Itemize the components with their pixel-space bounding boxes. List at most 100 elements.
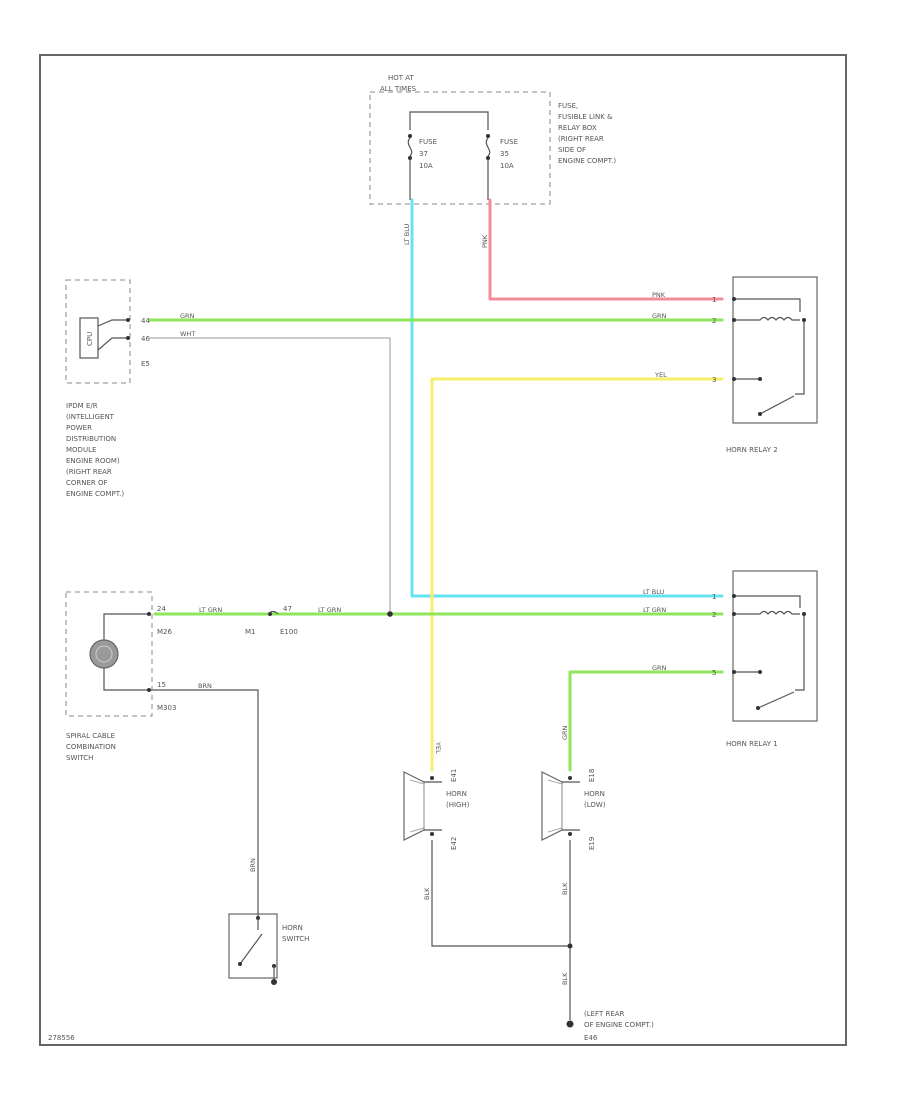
label-grn-vertical: GRN — [561, 725, 569, 740]
horn-low: E18 E19 HORN (LOW) — [541, 769, 606, 850]
horn-relay-2: 1 2 3 HORN RELAY 2 — [712, 276, 818, 454]
ipdm-pin-44: 44 — [141, 317, 150, 325]
spiral-label-1: SPIRAL CABLE — [66, 732, 115, 740]
fuse-37: FUSE 37 10A — [407, 134, 437, 170]
ipdm-label-7: (RIGHT REAR — [66, 468, 112, 476]
label-pnk-vertical: PNK — [481, 234, 489, 248]
label-lt-blu-vertical: LT BLU — [403, 223, 411, 245]
fuse-block-label-3: RELAY BOX — [558, 124, 597, 132]
label-blk-low: BLK — [561, 882, 569, 895]
wire-yel — [430, 377, 724, 772]
spiral-cable-outline — [65, 591, 153, 717]
inline-m1: M1 — [245, 628, 256, 636]
label-grn-relay1: GRN — [652, 664, 667, 672]
inline-connector-m1-e100: M1 47 E100 — [245, 605, 298, 636]
spiral-cable-switch: 24 M26 15 M303 M1 47 E100 SPIRAL CABLE C… — [65, 591, 298, 762]
relay2-pin-3: 3 — [712, 376, 716, 384]
wire-blk-horns — [431, 840, 570, 947]
horn-low-label-2: (LOW) — [584, 801, 606, 809]
fuse-block-header-2: ALL TIMES — [380, 85, 417, 93]
diagram-id: 278556 — [48, 1034, 75, 1042]
relay2-switch — [759, 395, 795, 415]
spiral-label-3: SWITCH — [66, 754, 93, 762]
ipdm-label-8: CORNER OF — [66, 479, 108, 487]
horn-relay-2-label: HORN RELAY 2 — [726, 446, 778, 454]
ipdm-label-4: DISTRIBUTION — [66, 435, 116, 443]
wire-labels: LT BLU PNK PNK GRN GRN WHT YEL LT BLU LT… — [180, 223, 667, 985]
fuse-block-label-4: (RIGHT REAR — [558, 135, 604, 143]
label-grn-relay2: GRN — [652, 312, 667, 320]
fuse-block-outline — [369, 91, 551, 205]
horn-high: E41 E42 HORN (HIGH) — [403, 769, 470, 850]
relay1-pin-2: 2 — [712, 611, 716, 619]
ipdm-label-3: POWER — [66, 424, 92, 432]
ipdm-label-6: ENGINE ROOM) — [66, 457, 120, 465]
spiral-conn-m26: M26 — [157, 628, 172, 636]
horn-switch-contact — [239, 933, 263, 965]
fuse-block-label-5: SIDE OF — [558, 146, 586, 154]
horn-switch: HORN SWITCH — [228, 913, 309, 985]
ground-label-2: OF ENGINE COMPT.) — [584, 1021, 654, 1029]
relay1-pin-1: 1 — [712, 593, 716, 601]
ground-wires — [150, 611, 573, 1020]
label-blk-high: BLK — [423, 887, 431, 900]
fuse-block-label-6: ENGINE COMPT.) — [558, 157, 616, 165]
spiral-pin-15: 15 — [157, 681, 166, 689]
ipdm-connector: E5 — [141, 360, 150, 368]
horn-relay-2-box — [732, 276, 818, 424]
label-lt-grn-2: LT GRN — [318, 606, 341, 614]
ipdm-er: CPU 44 46 E5 IPDM E/R (INTELLIGENT POWER… — [65, 279, 150, 498]
label-yel-relay2: YEL — [654, 371, 667, 379]
label-lt-grn-1: LT GRN — [199, 606, 222, 614]
ipdm-pin-46: 46 — [141, 335, 150, 343]
ground-label-3: E46 — [584, 1034, 598, 1042]
horn-low-icon — [541, 771, 563, 841]
wire-grn-relay1 — [568, 670, 724, 772]
horn-high-icon — [403, 771, 425, 841]
label-lt-blu: LT BLU — [643, 588, 665, 596]
horn-relay-1: 1 2 5 HORN RELAY 1 — [712, 570, 818, 748]
fuse-bus — [409, 111, 489, 130]
svg-text:10A: 10A — [500, 162, 514, 170]
ground-label-1: (LEFT REAR — [584, 1010, 625, 1018]
fuse-block: HOT AT ALL TIMES FUSE, FUSIBLE LINK & RE… — [369, 74, 616, 205]
relay1-switch — [757, 691, 795, 709]
splice-wht-ltgrn — [387, 611, 393, 617]
svg-text:FUSE: FUSE — [419, 138, 437, 146]
svg-text:FUSE: FUSE — [500, 138, 518, 146]
horn-high-label-1: HORN — [446, 790, 467, 798]
wire-wht — [149, 337, 391, 615]
label-wht: WHT — [180, 330, 195, 338]
fuse-block-label-1: FUSE, — [558, 102, 578, 110]
fuse-block-header-1: HOT AT — [388, 74, 415, 82]
relay1-pin-5: 5 — [712, 669, 716, 677]
diagram-frame — [39, 54, 847, 1046]
label-grn-ipdm: GRN — [180, 312, 195, 320]
ground-icon — [566, 1020, 574, 1028]
label-yel-vertical: YEL — [434, 741, 442, 754]
relay2-pin-1: 1 — [712, 296, 716, 304]
relay2-coil — [736, 316, 800, 321]
wires — [148, 198, 724, 772]
ipdm-outline — [65, 279, 131, 384]
ipdm-cpu-label: CPU — [86, 332, 94, 346]
inline-47: 47 — [283, 605, 292, 613]
horn-switch-ground-icon — [271, 979, 277, 985]
label-brn: BRN — [198, 682, 212, 690]
horn-high-conn-e42: E42 — [450, 837, 458, 850]
ipdm-label-2: (INTELLIGENT — [66, 413, 115, 421]
horn-relay-1-label: HORN RELAY 1 — [726, 740, 778, 748]
wire-brn-horn-switch — [150, 689, 259, 918]
fuse-35: FUSE 35 10A — [485, 134, 518, 170]
relay1-coil — [736, 610, 800, 615]
spiral-pin-24: 24 — [157, 605, 166, 613]
horn-high-label-2: (HIGH) — [446, 801, 470, 809]
label-pnk: PNK — [652, 291, 666, 299]
label-brn-vertical: BRN — [249, 858, 257, 872]
spiral-conn-m303: M303 — [157, 704, 176, 712]
inline-e100: E100 — [280, 628, 298, 636]
ground-e46: (LEFT REAR OF ENGINE COMPT.) E46 — [566, 1010, 654, 1042]
svg-text:10A: 10A — [419, 162, 433, 170]
wire-pnk — [488, 198, 724, 301]
spiral-label-2: COMBINATION — [66, 743, 116, 751]
